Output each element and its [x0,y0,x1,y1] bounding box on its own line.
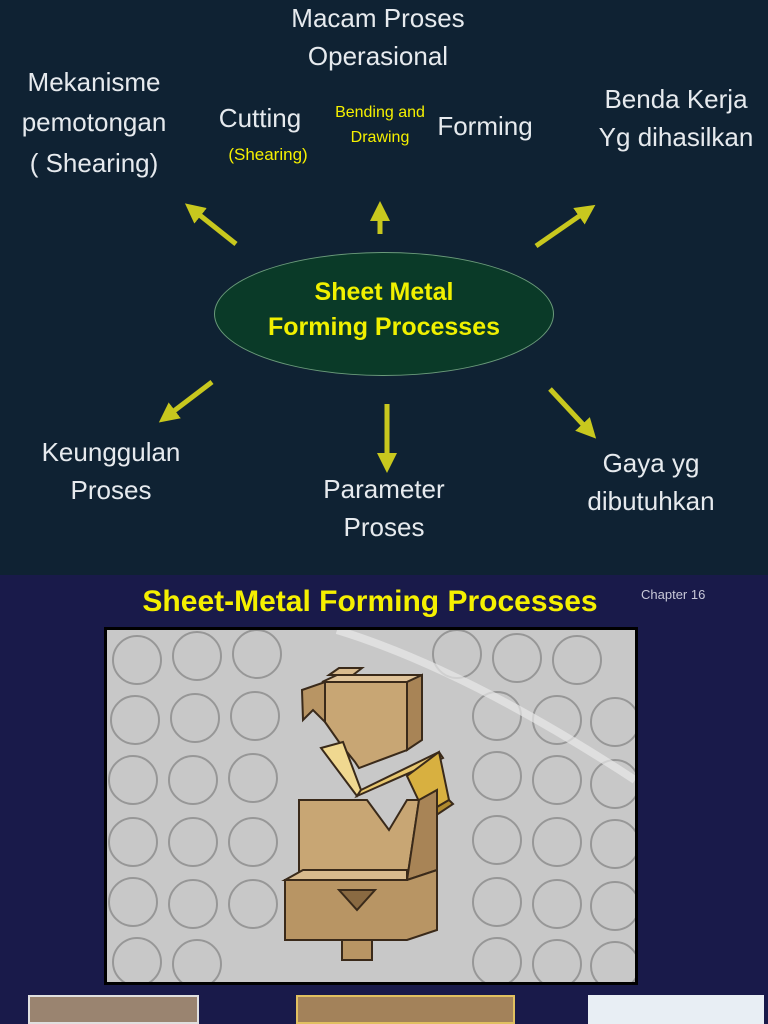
thumbnail-left [28,995,199,1024]
lower-die [281,788,438,961]
label-forming: Forming [437,111,533,141]
label-cutting: Cutting [218,103,302,133]
label-benda-kerja: Benda Kerja Yg dihasilkan [598,84,754,152]
label-shearing: (Shearing) [228,145,308,164]
label-keunggulan-proses: Keunggulan Proses [41,437,181,505]
press-brake-illustration [107,630,635,982]
center-ellipse [214,252,554,376]
label-mekanisme-pemotongan: Mekanisme pemotongan ( Shearing) [21,67,167,178]
arrow-down-left [158,380,214,423]
press-brake-photo [104,627,638,985]
label-parameter-proses: Parameter Proses [323,474,445,542]
arrow-up-right [534,204,596,249]
bent-sheet [319,740,455,822]
thumbnail-right [588,995,764,1024]
chapter-label: Chapter 16 [641,587,706,602]
arrow-down-right [548,387,597,439]
mindmap-arrows [158,201,597,473]
slide-title: Sheet-Metal Forming Processes [142,585,598,618]
thumbnail-center [296,995,515,1024]
arrow-up-left [184,203,238,246]
label-macam-proses: Macam Proses Operasional [291,3,465,71]
center-label: Sheet Metal Forming Processes [267,278,501,341]
label-bending-drawing: Bending and Drawing [335,104,425,146]
label-gaya-dibutuhkan: Gaya yg dibutuhkan [587,448,715,516]
